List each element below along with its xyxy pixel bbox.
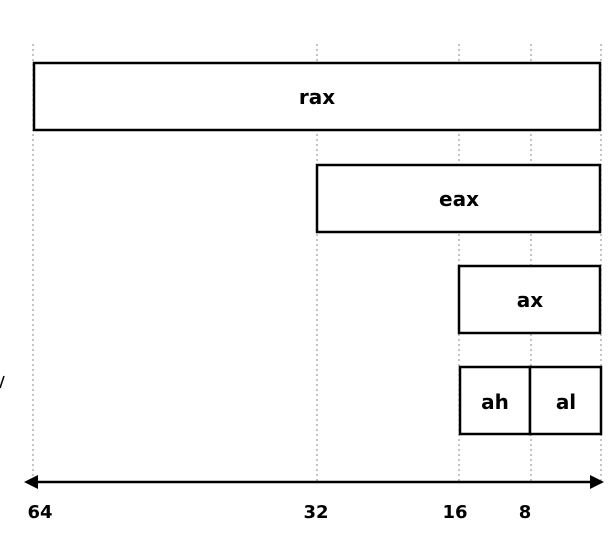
tick-labels: 64 32 16 8 bbox=[27, 502, 531, 523]
tick-label-16: 16 bbox=[442, 502, 467, 523]
register-ah-label: ah bbox=[481, 390, 509, 414]
register-ah-al: ah al bbox=[458, 365, 603, 436]
register-rax: rax bbox=[32, 61, 602, 132]
register-eax-label: eax bbox=[439, 187, 479, 211]
register-rax-box bbox=[32, 61, 602, 132]
register-al-label: al bbox=[556, 390, 576, 414]
tick-label-32: 32 bbox=[303, 502, 328, 523]
tick-label-8: 8 bbox=[519, 502, 532, 523]
bit-axis-arrow-right bbox=[590, 475, 604, 489]
register-al-box bbox=[528, 365, 603, 436]
register-ax-box bbox=[457, 264, 602, 335]
bit-axis bbox=[24, 475, 604, 489]
register-ax: ax bbox=[457, 264, 602, 335]
register-eax: eax bbox=[315, 163, 602, 234]
bit-axis-arrow-left bbox=[24, 475, 38, 489]
tick-label-64: 64 bbox=[27, 502, 52, 523]
register-eax-box bbox=[315, 163, 602, 234]
edge-mark bbox=[0, 375, 5, 389]
register-ax-label: ax bbox=[517, 288, 543, 312]
register-rax-label: rax bbox=[299, 85, 335, 109]
